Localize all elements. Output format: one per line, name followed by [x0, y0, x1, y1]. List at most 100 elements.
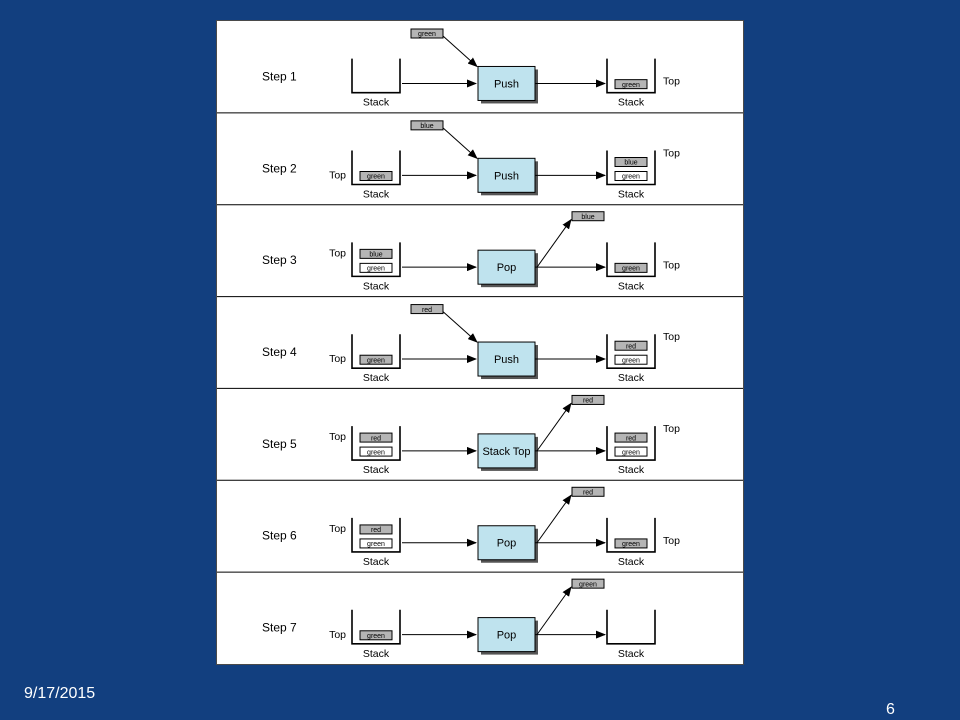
top-label: Top	[663, 535, 680, 547]
stack-label: Stack	[618, 464, 645, 476]
stack-item-green-text: green	[367, 174, 385, 181]
stack-item-red-box	[359, 432, 393, 443]
stack-after: Stack	[606, 609, 656, 660]
stack-label: Stack	[618, 556, 645, 568]
step-label: Step 2	[262, 161, 297, 175]
stack-item-red-text: red	[371, 435, 381, 442]
output-item-red-text: red	[583, 489, 593, 496]
stack-item-green: green	[614, 446, 648, 457]
stack-container	[606, 426, 656, 461]
input-item-green-text: green	[418, 31, 436, 38]
output-item-blue-box	[571, 211, 605, 222]
stack-item-green-text: green	[622, 357, 640, 364]
stack-item-green: green	[614, 171, 648, 182]
stack-item-blue: blue	[359, 248, 393, 259]
operation-box	[477, 433, 536, 469]
operation-box	[477, 617, 536, 653]
stack-item-green-box	[359, 630, 393, 641]
stack-container	[351, 242, 401, 278]
top-label: Top	[329, 247, 346, 259]
stack-item-red: red	[614, 340, 648, 351]
stack-item-green-text: green	[622, 449, 640, 456]
stack-item-red-text: red	[626, 435, 636, 442]
stack-label: Stack	[363, 189, 390, 201]
stack-item-blue-box	[359, 248, 393, 259]
stack-after: Stack green Top	[606, 517, 680, 568]
stack-label: Stack	[363, 97, 390, 109]
step-label: Step 4	[262, 345, 297, 359]
stack-container	[351, 609, 401, 645]
stack-label: Stack	[618, 280, 645, 292]
operation-label: Stack Top	[482, 446, 530, 458]
stack-container	[606, 242, 656, 278]
stack-container	[606, 517, 656, 553]
stack-item-green: green	[359, 171, 393, 182]
input-item-arrow	[442, 311, 478, 343]
input-item-red-box	[410, 304, 444, 315]
stack-label: Stack	[618, 189, 645, 201]
step-row: Step 3StackgreenblueTopPopblueStackgreen…	[217, 204, 743, 292]
stack-item-green: green	[614, 538, 648, 549]
stack-container	[351, 334, 401, 370]
output-item-green-text: green	[579, 581, 597, 588]
output-item-red-box	[571, 394, 605, 405]
stack-item-green-box	[359, 446, 393, 457]
stack-container	[351, 58, 401, 94]
stack-item-green-box	[359, 262, 393, 273]
stack-container	[606, 334, 656, 370]
output-item-blue-text: blue	[581, 214, 594, 221]
stack-item-green-text: green	[367, 449, 385, 456]
page-number: 6	[886, 701, 895, 718]
stack-label: Stack	[363, 464, 390, 476]
operation-label: Push	[494, 78, 519, 90]
input-item-arrow	[442, 127, 478, 159]
stack-label: Stack	[363, 648, 390, 660]
stack-item-red-box	[614, 340, 648, 351]
stack-item-green-text: green	[367, 541, 385, 548]
input-item-blue-box	[410, 120, 444, 131]
stack-container	[606, 609, 656, 645]
operation-label: Push	[494, 170, 519, 182]
stack-item-green-box	[614, 354, 648, 365]
stack-label: Stack	[363, 372, 390, 384]
output-item-red-box	[571, 486, 605, 497]
stack-label: Stack	[363, 556, 390, 568]
stack-item-green-box	[359, 354, 393, 365]
stack-item-green: green	[359, 262, 393, 273]
input-item-red-text: red	[422, 307, 432, 314]
output-item-arrow	[536, 218, 572, 268]
operation-box	[477, 157, 536, 193]
stack-item-green: green	[359, 446, 393, 457]
stack-item-green: green	[614, 262, 648, 273]
input-item-arrow	[442, 35, 478, 68]
stack-item-red-box	[359, 524, 393, 535]
stack-item-green: green	[359, 538, 393, 549]
input-item-green-box	[410, 28, 444, 39]
input-item-red: red	[410, 304, 444, 315]
stack-container	[606, 150, 656, 186]
output-item-red-text: red	[583, 398, 593, 405]
top-label: Top	[329, 629, 346, 641]
stack-container	[606, 58, 656, 94]
step-label: Step 1	[262, 69, 297, 83]
stack-item-red-text: red	[371, 527, 381, 534]
input-item-blue-text: blue	[420, 123, 433, 130]
stack-label: Stack	[618, 372, 645, 384]
output-item-arrow	[536, 402, 572, 452]
stack-container	[351, 517, 401, 553]
stack-item-green-box	[359, 538, 393, 549]
stack-label: Stack	[618, 648, 645, 660]
input-item-blue: blue	[410, 120, 444, 131]
stack-container	[351, 150, 401, 186]
